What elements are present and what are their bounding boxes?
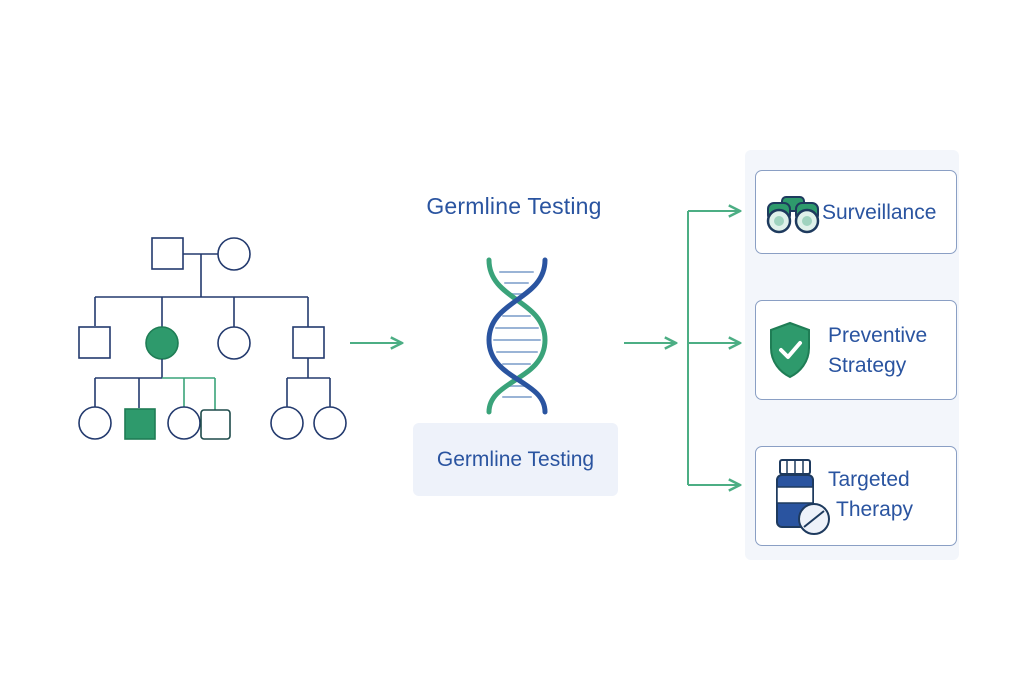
pedigree-grandchild-3	[167, 406, 201, 440]
outcome-label-targeted: Targeted	[828, 468, 910, 491]
dna-helix-icon	[486, 257, 548, 415]
medicine-bottle-icon	[776, 459, 830, 535]
pedigree-grandchild-1	[78, 406, 112, 440]
shield-check-icon	[770, 321, 810, 379]
pedigree-father	[151, 237, 184, 270]
diagram-title: Germline Testing	[426, 193, 602, 219]
outcome-label-strategy: Strategy	[828, 354, 907, 377]
pedigree-son-1	[78, 326, 111, 359]
pedigree-grandchild-4	[200, 409, 231, 440]
outcome-card-surveillance: Surveillance	[755, 170, 957, 254]
pedigree-grandchild-5	[270, 406, 304, 440]
branch-connector	[687, 211, 740, 485]
outcome-label-preventive: Preventive	[828, 324, 928, 347]
pedigree-mother	[217, 237, 251, 271]
dna-label-box: Germline Testing	[413, 423, 618, 496]
dna-label: Germline Testing	[436, 448, 595, 471]
outcome-card-targeted-therapy: Targeted Therapy	[755, 446, 957, 546]
pedigree-daughter-2	[217, 326, 251, 360]
binoculars-icon	[766, 196, 820, 234]
outcome-label-surveillance: Surveillance	[822, 201, 937, 224]
pedigree-daughter-affected	[145, 326, 179, 360]
pedigree-grandchild-2-affected	[124, 408, 156, 440]
pedigree-son-2	[292, 326, 325, 359]
pedigree-chart	[78, 237, 347, 440]
pedigree-grandchild-6	[313, 406, 347, 440]
outcome-label-therapy: Therapy	[836, 498, 914, 521]
outcome-card-preventive-strategy: Preventive Strategy	[755, 300, 957, 400]
